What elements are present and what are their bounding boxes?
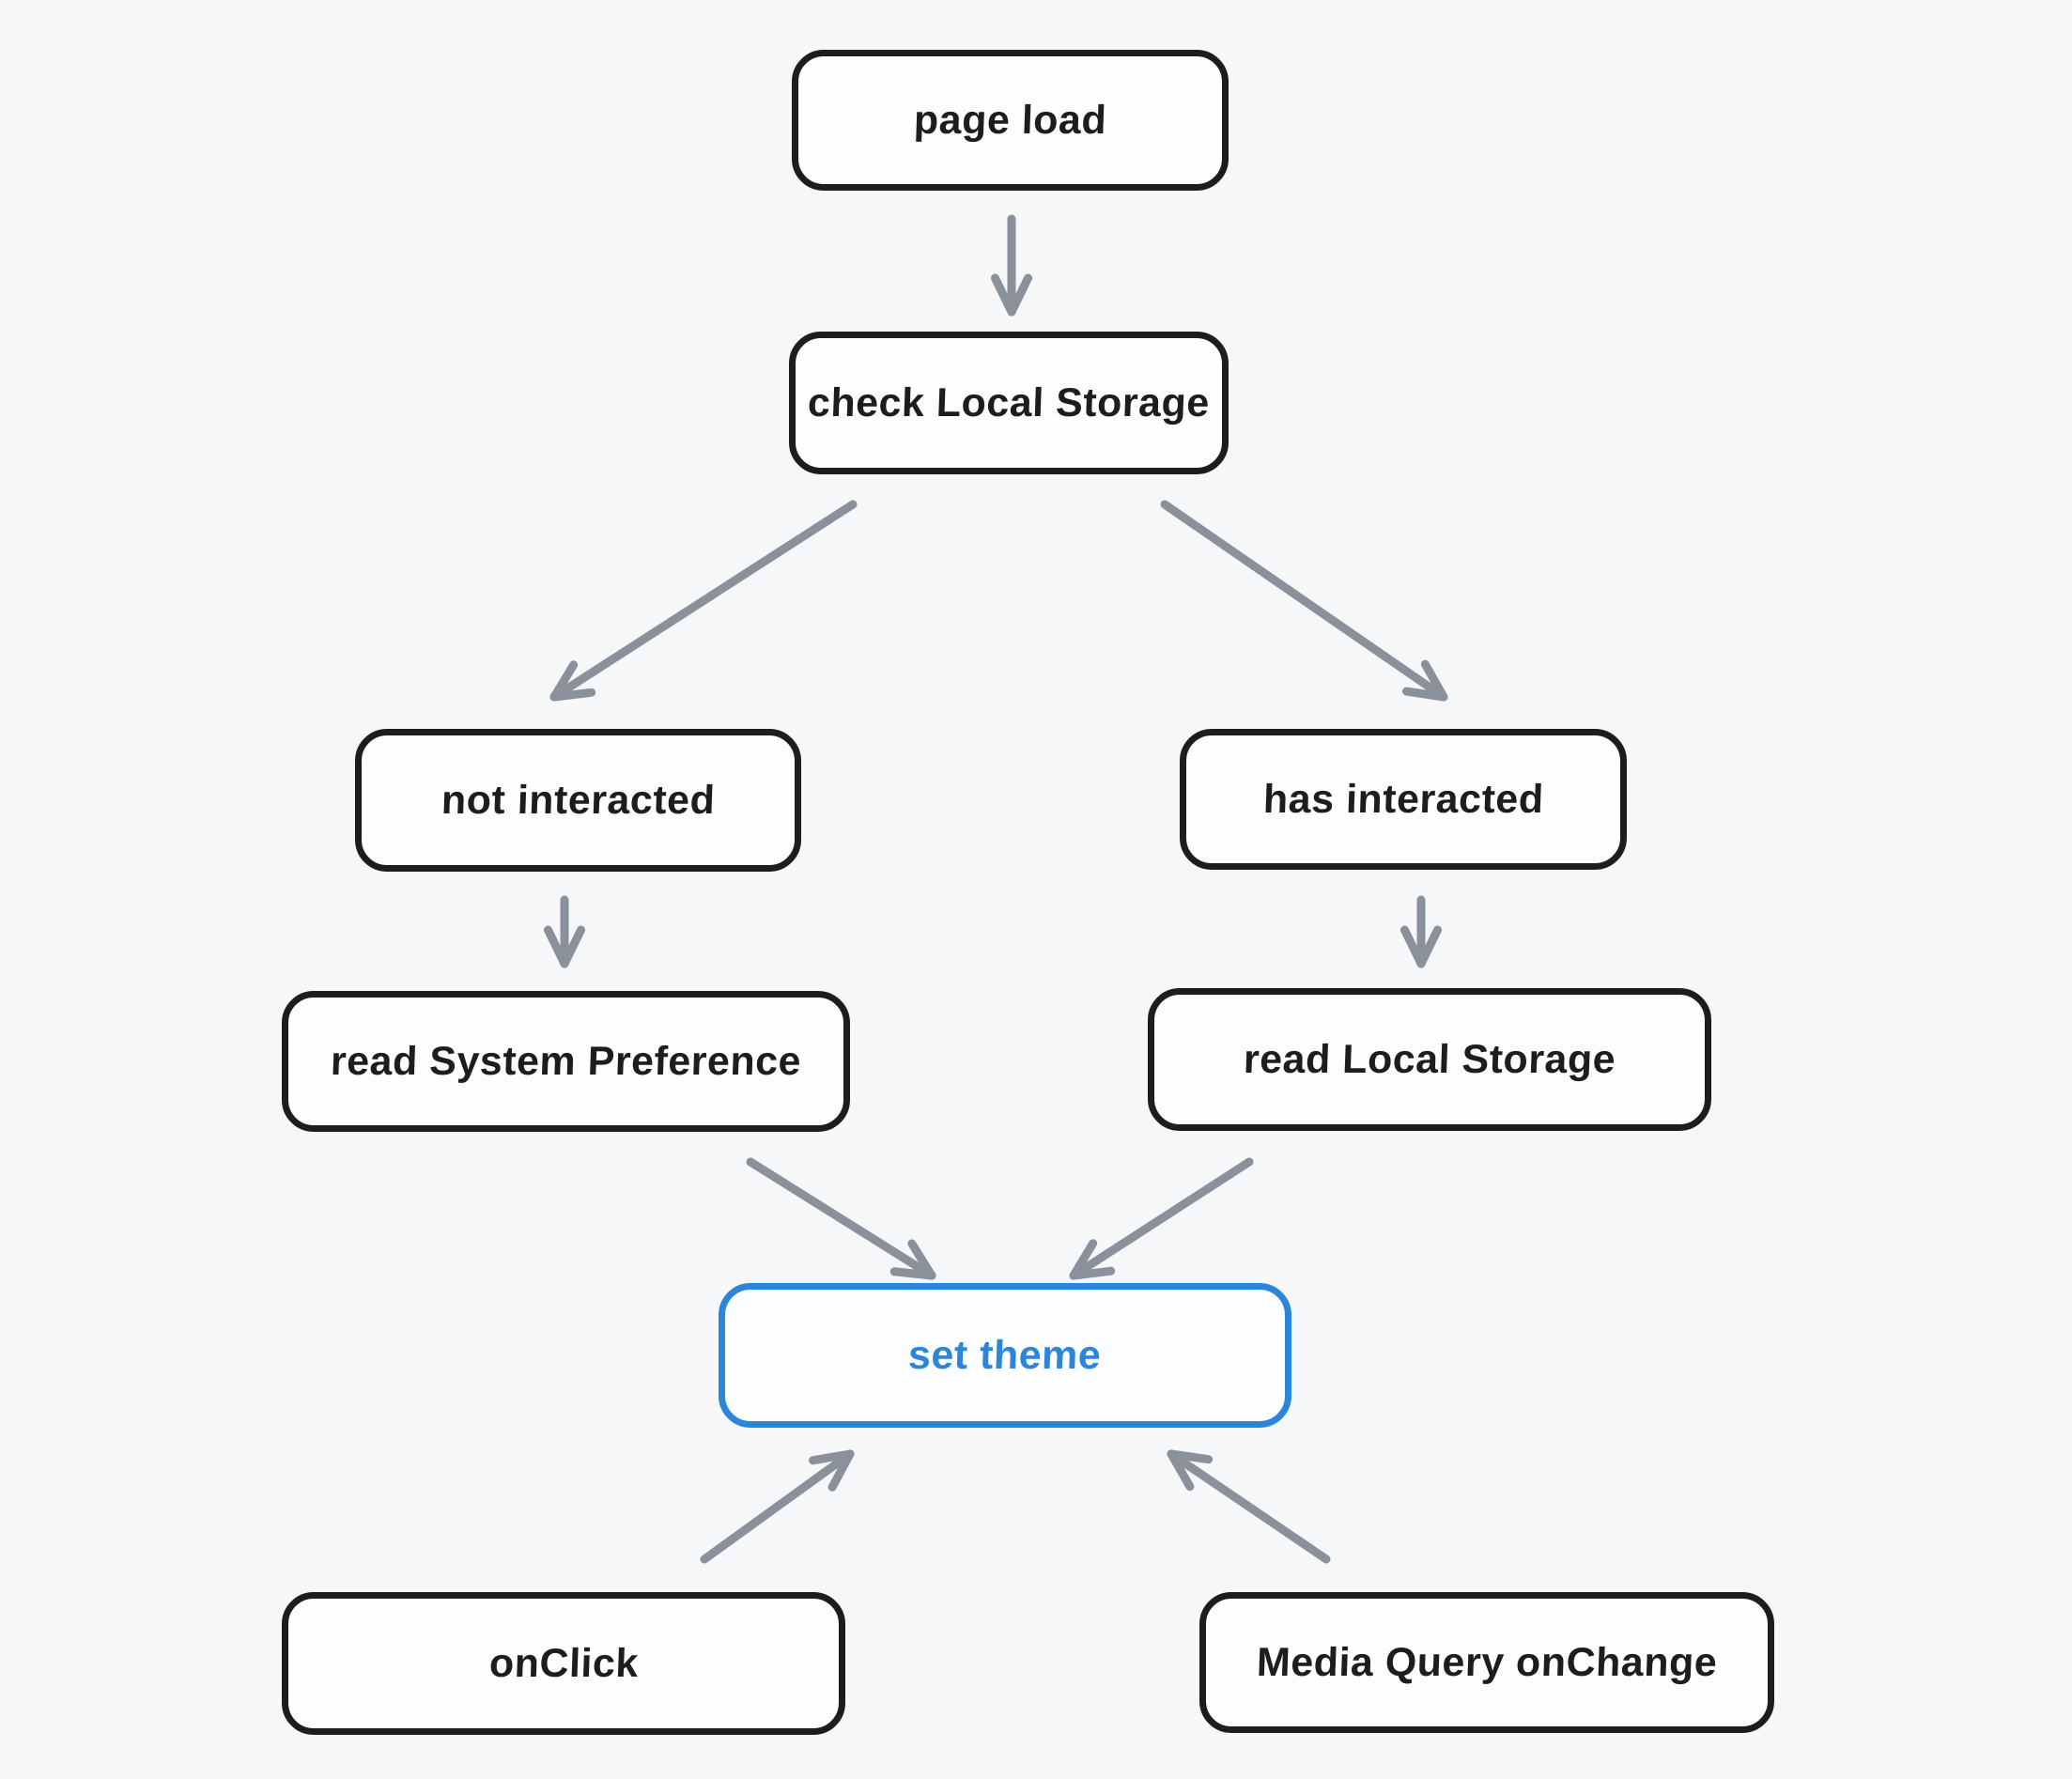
- node-label: set theme: [907, 1332, 1103, 1378]
- arrow-read-local-to-set-theme[interactable]: [1069, 1157, 1254, 1280]
- node-label: check Local Storage: [807, 379, 1211, 425]
- node-label: Media Query onChange: [1256, 1639, 1718, 1685]
- arrow-read-system-to-set-theme[interactable]: [746, 1157, 936, 1280]
- arrow-not-interacted-to-read-system[interactable]: [543, 895, 586, 968]
- arrow-onclick-to-set-theme[interactable]: [700, 1449, 855, 1564]
- node-has-interacted[interactable]: has interacted: [1180, 729, 1627, 870]
- node-media-query-onchange[interactable]: Media Query onChange: [1199, 1592, 1774, 1733]
- node-label: read Local Storage: [1243, 1036, 1616, 1082]
- arrow-check-to-has-interacted[interactable]: [1160, 500, 1448, 702]
- node-set-theme[interactable]: set theme: [719, 1283, 1291, 1428]
- node-read-local-storage[interactable]: read Local Storage: [1148, 988, 1711, 1131]
- node-not-interacted[interactable]: not interacted: [355, 729, 801, 872]
- arrow-has-interacted-to-read-local[interactable]: [1399, 895, 1443, 968]
- node-page-load[interactable]: page load: [792, 50, 1229, 191]
- node-label: page load: [913, 97, 1107, 143]
- node-check-local-storage[interactable]: check Local Storage: [789, 332, 1229, 474]
- arrow-page-load-to-check[interactable]: [990, 214, 1033, 317]
- node-label: not interacted: [441, 777, 717, 823]
- arrow-media-query-to-set-theme[interactable]: [1167, 1449, 1331, 1564]
- node-label: onClick: [487, 1640, 640, 1686]
- node-label: has interacted: [1261, 776, 1545, 822]
- arrow-check-to-not-interacted[interactable]: [549, 500, 858, 702]
- node-read-system-preference[interactable]: read System Preference: [282, 991, 850, 1132]
- node-label: read System Preference: [330, 1038, 802, 1084]
- node-onclick[interactable]: onClick: [282, 1592, 845, 1735]
